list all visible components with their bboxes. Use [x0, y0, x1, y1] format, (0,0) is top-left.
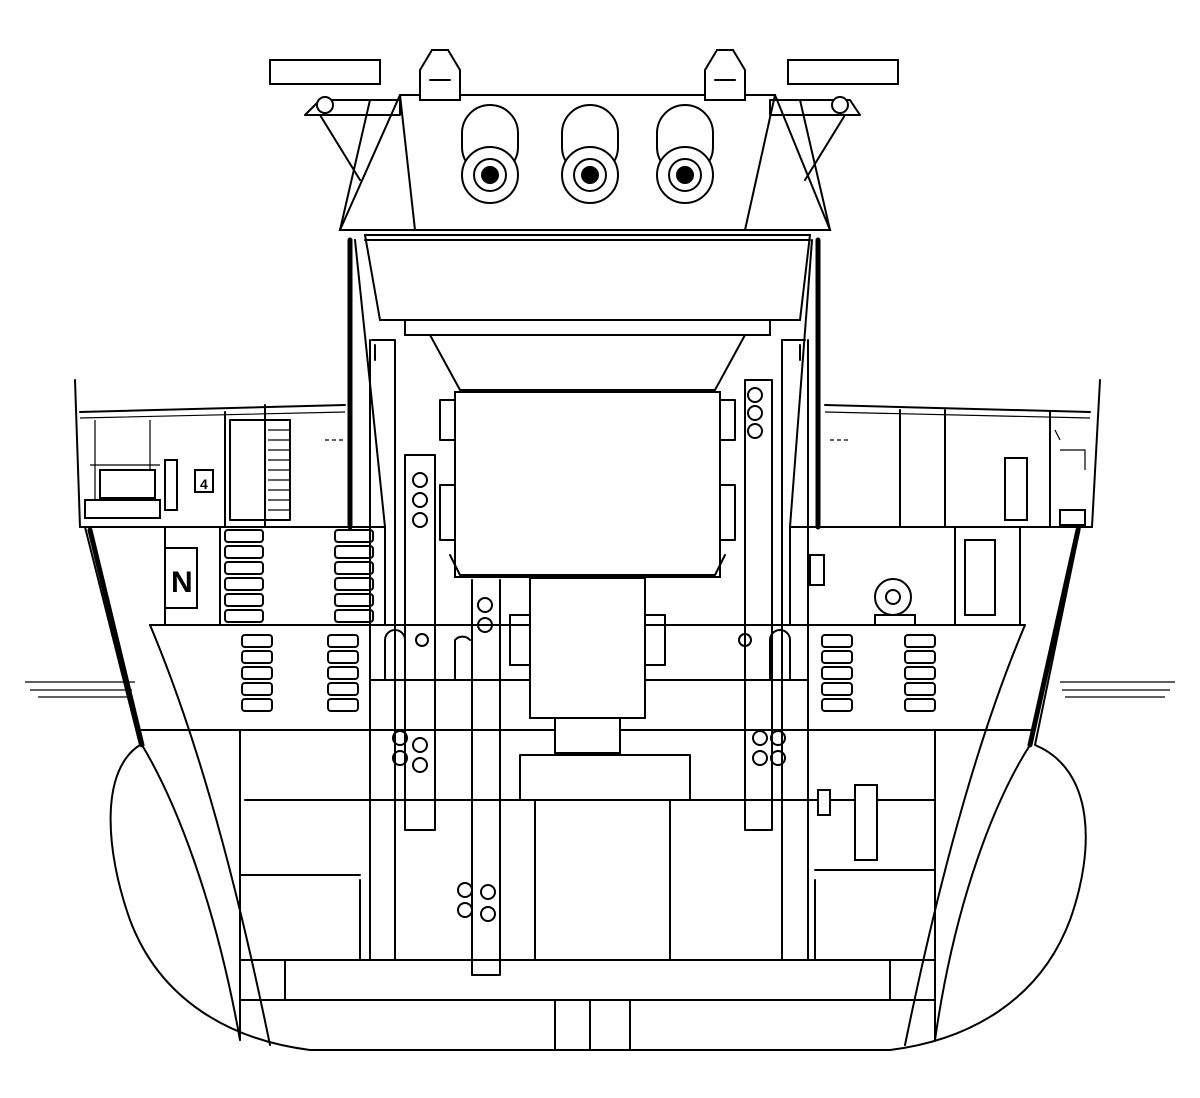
compartment-letter: N: [171, 566, 193, 599]
left-deck-equipment: 4: [84, 419, 291, 521]
ammo-rack-2-row-3: [334, 561, 374, 575]
ammo-rack-1-row-4: [224, 577, 264, 591]
ammunition-hoists: [384, 379, 791, 976]
ammo-rack-4-row-4: [327, 682, 359, 696]
upper-deck: [74, 379, 1101, 626]
ammo-rack-1-row-2: [224, 545, 264, 559]
ammo-rack-4-row-3: [327, 666, 359, 680]
ammo-rack-5-row-3: [821, 666, 853, 680]
ammo-rack-2-row-1: [334, 529, 374, 543]
ammo-rack-4-row-5: [327, 698, 359, 712]
ammo-rack-1-row-1: [224, 529, 264, 543]
ammo-rack-6-row-4: [904, 682, 936, 696]
ammo-rack-5-row-2: [821, 650, 853, 664]
ammo-rack-6-row-3: [904, 666, 936, 680]
ammo-rack-5-row-5: [821, 698, 853, 712]
ammo-rack-6-row-5: [904, 698, 936, 712]
compartment-marker: N: [164, 547, 198, 609]
ammo-rack-2-row-2: [334, 545, 374, 559]
right-deck-equipment: [809, 429, 1086, 861]
ammo-rack-3-row-5: [241, 698, 273, 712]
gun-barrels: [461, 104, 714, 204]
ammo-rack-2-row-6: [334, 609, 374, 623]
ammo-rack-4-row-2: [327, 650, 359, 664]
ammo-rack-1-row-6: [224, 609, 264, 623]
barbette: [239, 237, 936, 961]
ammo-rack-3-row-2: [241, 650, 273, 664]
ammo-rack-6-row-1: [904, 634, 936, 648]
ammo-rack-2-row-4: [334, 577, 374, 591]
ammo-rack-3-row-1: [241, 634, 273, 648]
panel-number: 4: [200, 476, 208, 492]
ammo-rack-1-row-5: [224, 593, 264, 607]
ammo-rack-3-row-4: [241, 682, 273, 696]
waterline: [25, 681, 1175, 698]
ammo-rack-5-row-1: [821, 634, 853, 648]
gun-bore-3: [676, 166, 694, 184]
ammunition-racks: [224, 529, 936, 712]
gun-bore-2: [581, 166, 599, 184]
ammo-rack-2-row-5: [334, 593, 374, 607]
ammo-rack-6-row-2: [904, 650, 936, 664]
gun-bore-1: [481, 166, 499, 184]
ammo-rack-3-row-3: [241, 666, 273, 680]
ammo-rack-5-row-4: [821, 682, 853, 696]
ammo-rack-1-row-3: [224, 561, 264, 575]
gun-mounting: [439, 391, 736, 754]
ammo-rack-4-row-1: [327, 634, 359, 648]
turret-roof-fittings: [269, 49, 899, 181]
